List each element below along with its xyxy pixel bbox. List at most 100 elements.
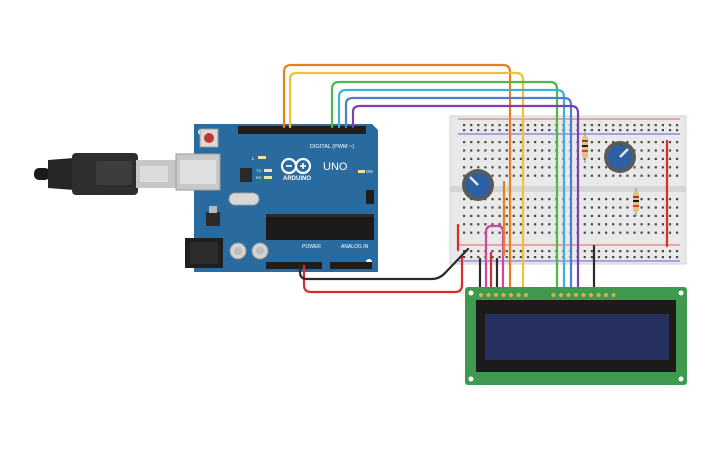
breadboard-hole [548, 198, 551, 201]
breadboard-hole [668, 198, 672, 201]
breadboard-hole [470, 206, 473, 209]
breadboard-hole [597, 223, 601, 226]
breadboard-hole [612, 124, 615, 127]
breadboard-hole [590, 141, 593, 144]
breadboard-hole [619, 198, 622, 201]
breadboard-hole [676, 214, 679, 217]
breadboard-hole [519, 231, 522, 234]
breadboard-hole [583, 223, 586, 226]
breadboard-hole [597, 214, 601, 217]
breadboard-hole [491, 157, 494, 160]
breadboard-hole [633, 214, 636, 217]
breadboard-hole [470, 166, 473, 169]
breadboard-hole [668, 141, 672, 144]
breadboard-hole [534, 223, 537, 226]
potentiometer-1[interactable] [462, 169, 494, 201]
breadboard-hole [661, 256, 664, 259]
breadboard-hole [654, 149, 657, 152]
breadboard-hole [541, 198, 544, 201]
breadboard-hole [505, 223, 508, 226]
usb-cable[interactable] [34, 153, 176, 195]
wire-blue[interactable] [344, 96, 573, 298]
lcd-pin [611, 293, 616, 297]
breadboard-hole [534, 166, 537, 169]
wire-purple[interactable] [351, 104, 580, 298]
breadboard-hole [661, 129, 664, 132]
wire-pink[interactable] [484, 224, 505, 298]
breadboard-hole [534, 198, 537, 201]
breadboard-hole [619, 223, 622, 226]
breadboard-hole [597, 250, 601, 253]
breadboard-hole [633, 231, 636, 234]
lcd-16x2[interactable] [465, 287, 687, 385]
breadboard-hole [470, 141, 473, 144]
breadboard-hole [541, 174, 544, 177]
wire-black[interactable] [298, 247, 470, 281]
breadboard-hole [512, 174, 515, 177]
breadboard-hole [541, 157, 544, 160]
resistor-2[interactable] [633, 188, 639, 216]
breadboard-hole [534, 149, 537, 152]
breadboard-hole [498, 166, 501, 169]
breadboard-hole [526, 256, 530, 259]
breadboard-hole [597, 206, 601, 209]
arduino-uno[interactable]: DIGITAL (PWM ~) L TX RX ON ARDUINO UNO [175, 124, 378, 272]
lcd-pin [494, 293, 498, 297]
breadboard-hole [505, 124, 508, 127]
breadboard-hole [498, 198, 501, 201]
breadboard-hole [477, 214, 480, 217]
breadboard-hole [676, 141, 679, 144]
breadboard-hole [512, 223, 515, 226]
breadboard-hole [534, 124, 537, 127]
lcd-mount-hole [678, 376, 684, 382]
breadboard-hole [654, 198, 657, 201]
wire-red[interactable] [302, 254, 464, 294]
breadboard-hole [463, 149, 466, 152]
breadboard-hole [605, 141, 608, 144]
usb-b-jack-inner [180, 160, 216, 184]
wire-cyan[interactable] [337, 88, 566, 298]
breadboard-hole [597, 174, 601, 177]
arduino-infinity-logo-icon [280, 157, 312, 175]
breadboard-hole [647, 223, 650, 226]
wire-orange[interactable] [282, 63, 512, 290]
breadboard-hole [477, 149, 480, 152]
power-header [266, 262, 322, 269]
breadboard-hole [619, 214, 622, 217]
breadboard-hole [463, 198, 466, 201]
breadboard-hole [654, 256, 657, 259]
breadboard-hole [647, 141, 650, 144]
breadboard-hole [640, 223, 643, 226]
wire-green[interactable] [330, 80, 559, 298]
breadboard-hole [647, 206, 650, 209]
breadboard-hole [597, 231, 601, 234]
breadboard-hole [491, 129, 494, 132]
breadboard-hole [519, 149, 522, 152]
wire-yellow[interactable] [288, 71, 525, 300]
breadboard-hole [498, 231, 501, 234]
led-tx [264, 169, 272, 172]
breadboard-hole [633, 174, 636, 177]
breadboard-hole [477, 124, 480, 127]
breadboard-hole [526, 214, 530, 217]
breadboard-hole [633, 166, 636, 169]
breadboard-hole [541, 256, 544, 259]
lcd-pin [604, 293, 608, 297]
breadboard-hole [583, 206, 586, 209]
breadboard-hole [498, 223, 501, 226]
breadboard-hole [661, 198, 664, 201]
breadboard-hole [477, 256, 480, 259]
potentiometer-2[interactable] [604, 141, 636, 173]
breadboard-hole [548, 214, 551, 217]
breadboard-hole [640, 214, 643, 217]
breadboard-hole [491, 214, 494, 217]
breadboard-hole [668, 129, 672, 132]
breadboard-hole [661, 166, 664, 169]
resistor-1[interactable] [582, 132, 588, 163]
breadboard-hole [583, 174, 586, 177]
breadboard-hole [470, 256, 473, 259]
breadboard-hole [626, 256, 629, 259]
breadboard-hole [463, 250, 466, 253]
breadboard-hole [654, 141, 657, 144]
breadboard-hole [512, 206, 515, 209]
